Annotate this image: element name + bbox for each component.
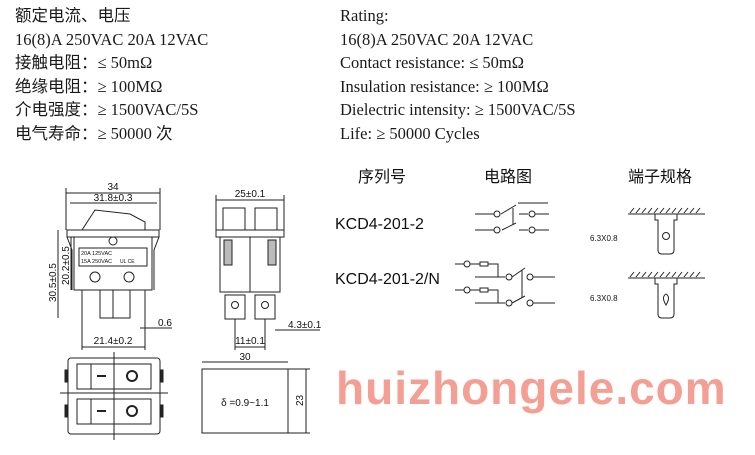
dim-23: 23 <box>295 394 306 406</box>
thickness-label: δ =0.9~1.1 <box>221 398 269 409</box>
circuit-diagram <box>475 202 549 234</box>
spec-line: 绝缘电阻：≥ 100MΩ <box>15 76 163 96</box>
spec-line: Contact resistance: ≤ 50mΩ <box>340 53 524 72</box>
front-view: 34 31.8±0.3 20A 125VAC 15A 250VAC UL CE … <box>48 182 172 350</box>
header-model: 序列号 <box>358 168 406 186</box>
dim-25: 25±0.1 <box>235 189 266 200</box>
specs-chinese: 额定电流、电压 16(8)A 250VAC 20A 12VAC 接触电阻：≤ 5… <box>15 4 208 145</box>
header-terminal: 端子规格 <box>628 168 692 186</box>
terminal-size: 6.3X0.8 <box>590 234 618 243</box>
dim-21-4: 21.4±0.2 <box>94 336 133 347</box>
circuit-diagram-with-lamp <box>455 260 555 307</box>
dim-34: 34 <box>107 182 119 193</box>
model-table: 序列号 电路图 端子规格 KCD4-201-2 KCD4-201-2/N 6.3… <box>335 168 705 319</box>
terminal-size: 6.3X0.8 <box>590 294 618 303</box>
panel-cutout: 30 δ =0.9~1.1 23 <box>201 352 310 434</box>
dim-11: 11±0.1 <box>235 336 265 347</box>
dim-4-3: 4.3±0.1 <box>288 320 322 331</box>
cert-marks: UL CE <box>120 259 135 265</box>
spec-line: 额定电流、电压 <box>15 6 131 25</box>
spec-line: 16(8)A 250VAC 20A 12VAC <box>15 29 209 49</box>
watermark: huizhongele.com <box>336 362 727 414</box>
spec-line: 介电强度：≥ 1500VAC/5S <box>15 100 199 119</box>
spec-line: Life: ≥ 50000 Cycles <box>340 123 480 143</box>
spec-line: Rating: <box>340 6 389 25</box>
specs-english: Rating: 16(8)A 250VAC 20A 12VAC Contact … <box>340 4 576 145</box>
dim-30-5: 30.5±0.5 <box>48 263 59 302</box>
spec-line: 接触电阻：≤ 50mΩ <box>15 53 153 72</box>
spec-line: Insulation resistance: ≥ 100MΩ <box>340 76 549 96</box>
spec-line: 16(8)A 250VAC 20A 12VAC <box>340 29 534 49</box>
dim-31-8: 31.8±0.3 <box>94 193 133 204</box>
dim-30: 30 <box>239 352 251 363</box>
spec-line: 电气寿命：≥ 50000 次 <box>15 123 173 143</box>
header-circuit: 电路图 <box>484 168 532 186</box>
side-view: 25±0.1 4.3±0.1 11±0.1 <box>215 189 322 350</box>
rating-label-1: 20A 125VAC <box>81 251 112 257</box>
spec-line: Dielectric intensity: ≥ 1500VAC/5S <box>340 100 576 119</box>
dim-0-6: 0.6 <box>158 318 172 329</box>
model-name: KCD4-201-2/N <box>335 271 440 288</box>
terminal-drawing: 6.3X0.8 <box>590 271 705 319</box>
terminal-drawing: 6.3X0.8 <box>590 207 705 255</box>
dim-20-2: 20.2±0.5 <box>61 246 72 285</box>
top-view <box>60 352 168 440</box>
rating-label-2: 15A 250VAC <box>81 259 112 265</box>
model-name: KCD4-201-2 <box>335 216 424 233</box>
